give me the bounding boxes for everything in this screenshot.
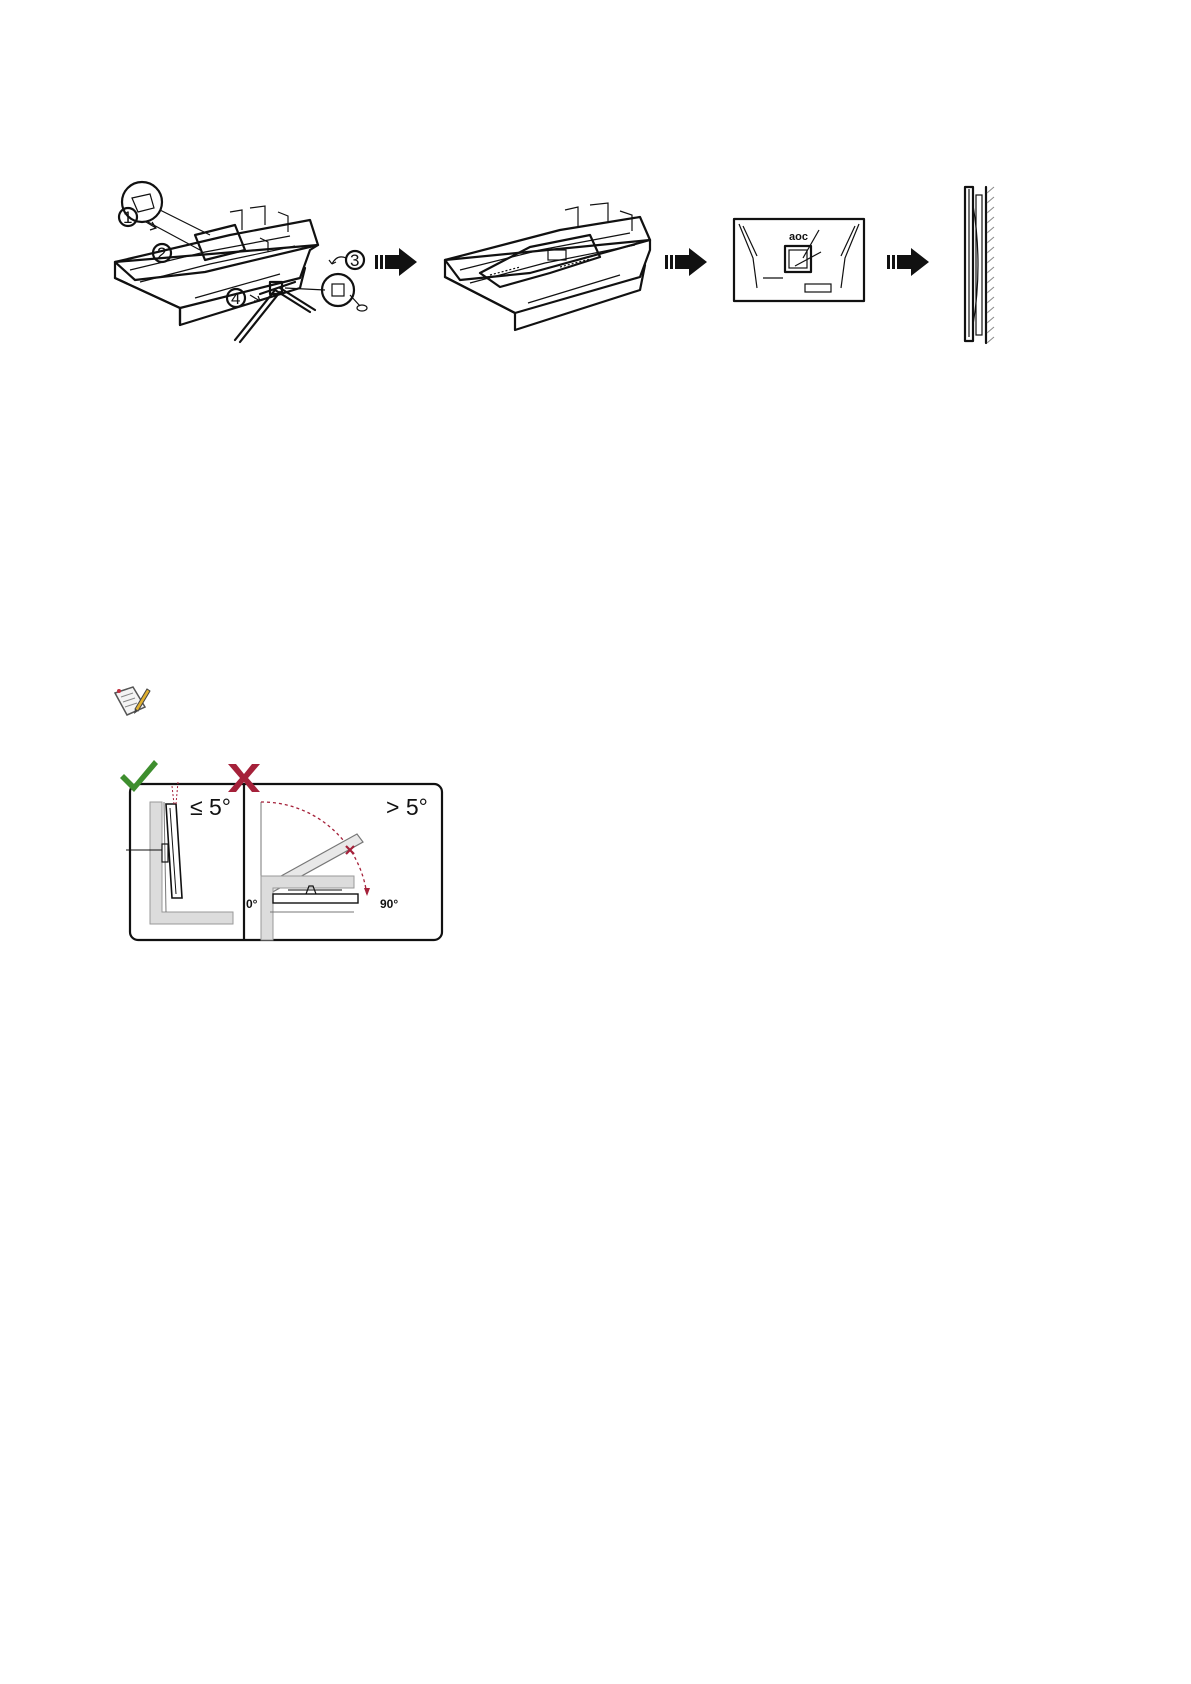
right-arrow-icon — [375, 248, 417, 276]
step-label-2: 2 — [157, 244, 166, 263]
step-label-3: 3 — [350, 251, 359, 270]
monitor-brand-logo: aoc — [789, 231, 808, 243]
monitor-back-illustration: aoc — [733, 218, 865, 302]
step-label-1: 1 — [123, 208, 132, 227]
note-pencil-icon — [113, 685, 151, 719]
angle-end-label: 90° — [380, 897, 398, 911]
wall-mounted-illustration — [960, 185, 1010, 345]
tilt-angle-panel: ≤ 5° 0° 90° > 5° — [118, 760, 448, 945]
monitor-in-box-illustration — [440, 195, 655, 345]
right-arrow-icon — [665, 248, 707, 276]
angle-start-label: 0° — [246, 897, 258, 911]
right-arrow-icon — [887, 248, 929, 276]
acceptable-tilt-label: ≤ 5° — [190, 794, 231, 820]
detach-stand-illustration: 1 2 3 4 — [110, 190, 410, 370]
excessive-tilt-label: > 5° — [386, 794, 428, 820]
step-label-4: 4 — [231, 289, 240, 308]
